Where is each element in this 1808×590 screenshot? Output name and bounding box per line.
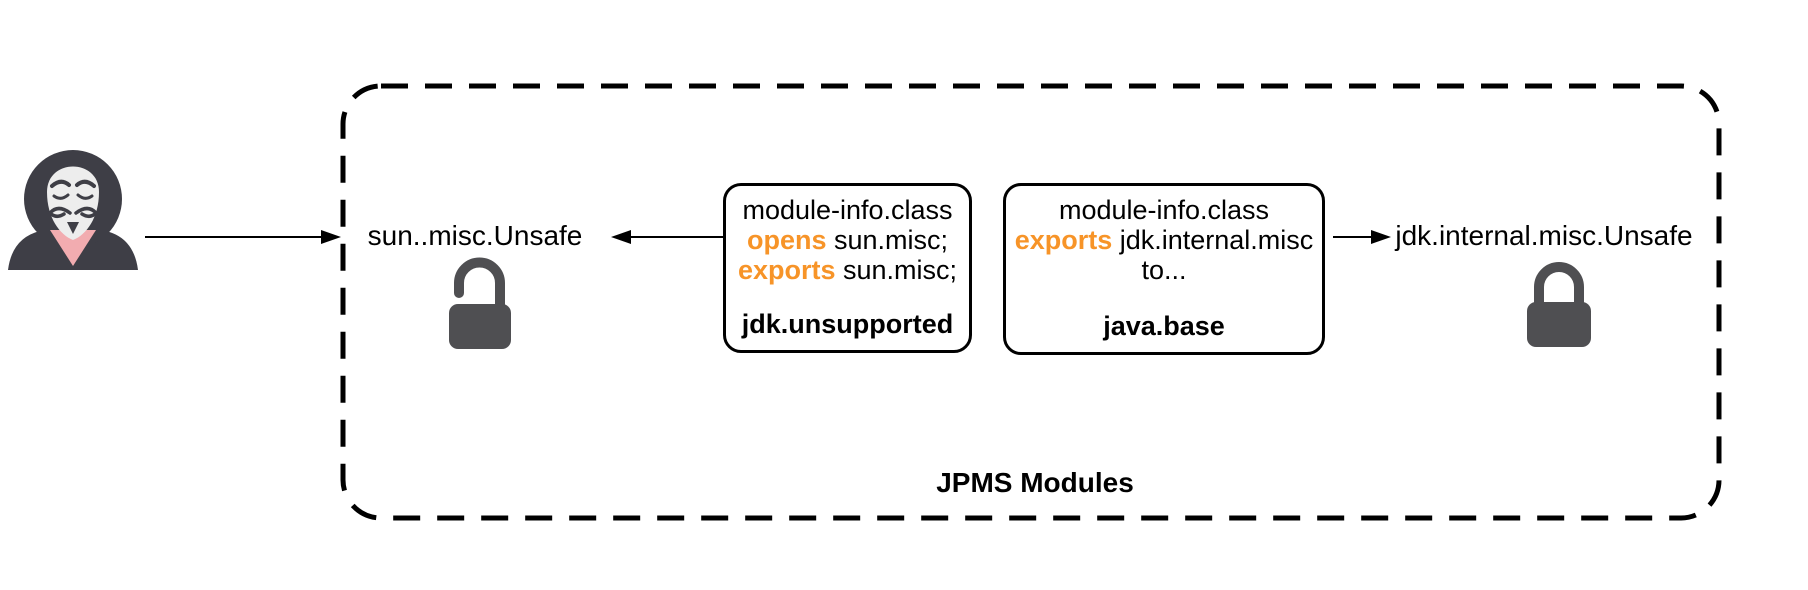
- anonymous-hacker-icon: [8, 150, 138, 270]
- opens-keyword: opens: [746, 225, 827, 255]
- attacker-arrow-line: [145, 236, 322, 238]
- jpms-modules-label: JPMS Modules: [936, 467, 1134, 498]
- jpms-modules-boundary: [340, 83, 1722, 521]
- exports-line: exports sun.misc;: [737, 255, 958, 285]
- right-target-label: jdk.internal.misc.Unsafe: [1395, 220, 1693, 251]
- module-name: jdk.unsupported: [741, 309, 954, 339]
- exports-keyword: exports: [737, 255, 836, 285]
- opens-line: opens sun.misc;: [746, 225, 949, 255]
- opens-arrow-head-icon: [611, 230, 631, 244]
- module-info-line: module-info.class: [1058, 195, 1270, 225]
- module-box-jdk-unsupported: module-info.class opens sun.misc; export…: [723, 183, 972, 353]
- module-name: java.base: [1103, 311, 1225, 341]
- closed-lock-icon: [1527, 262, 1591, 347]
- opens-arrow-line: [629, 236, 723, 238]
- to-line: to...: [1141, 255, 1187, 285]
- left-target-label: sun..misc.Unsafe: [367, 220, 583, 251]
- exports-line: exports jdk.internal.misc: [1014, 225, 1314, 255]
- open-lock-icon: [449, 257, 511, 349]
- module-box-java-base: module-info.class exports jdk.internal.m…: [1003, 183, 1325, 355]
- exports-arrow-line: [1333, 236, 1372, 238]
- attacker-arrow-head-icon: [321, 230, 341, 244]
- module-info-line: module-info.class: [742, 195, 953, 225]
- exports-keyword: exports: [1014, 225, 1113, 255]
- exports-arrow-head-icon: [1371, 230, 1391, 244]
